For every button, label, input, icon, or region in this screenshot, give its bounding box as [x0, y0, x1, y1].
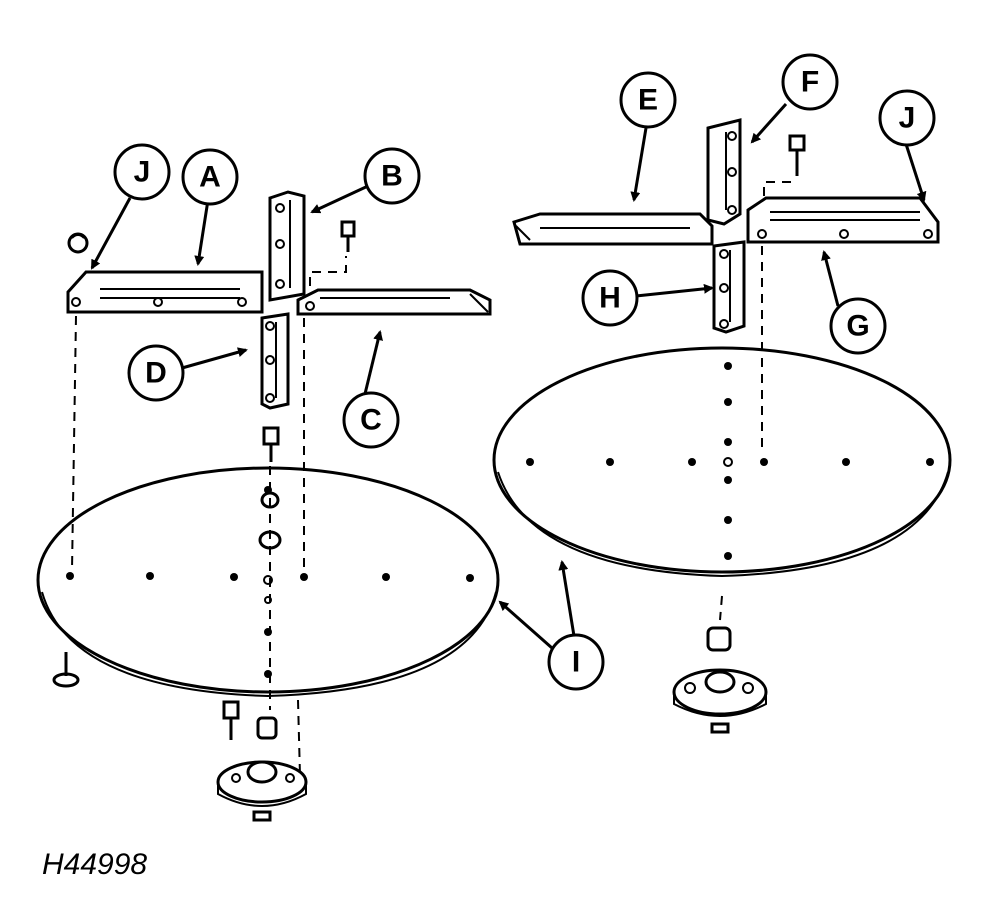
callout-j-right: J — [878, 89, 936, 147]
callout-a: A — [181, 148, 239, 206]
left-hardware — [52, 220, 356, 740]
left-hub — [216, 760, 308, 822]
svg-text:H: H — [599, 282, 621, 315]
svg-text:J: J — [899, 102, 916, 135]
left-alignment-lines — [71, 256, 347, 777]
svg-text:F: F — [801, 66, 819, 99]
leader-lines — [90, 102, 927, 650]
callout-b: B — [363, 147, 421, 205]
figure-id: H44998 — [42, 848, 147, 881]
bracket-h — [712, 240, 746, 334]
callout-h: H — [581, 269, 639, 327]
callout-g: G — [829, 297, 887, 355]
svg-text:D: D — [145, 357, 167, 390]
callout-f: F — [781, 53, 839, 111]
callout-j-left: J — [113, 143, 171, 201]
bracket-d — [260, 312, 290, 410]
callout-e: E — [619, 71, 677, 129]
bracket-g — [746, 196, 940, 244]
svg-text:B: B — [381, 160, 403, 193]
svg-text:G: G — [846, 310, 869, 343]
right-hub — [672, 668, 768, 734]
callout-i: I — [547, 633, 605, 691]
svg-text:C: C — [360, 404, 382, 437]
right-turntable-plate — [492, 346, 952, 578]
right-assembly — [492, 118, 952, 734]
bracket-a — [66, 270, 264, 314]
right-alignment-lines — [719, 181, 798, 621]
right-hardware — [706, 134, 806, 652]
svg-text:I: I — [572, 646, 580, 679]
svg-text:A: A — [199, 161, 221, 194]
callout-d: D — [127, 344, 185, 402]
svg-text:J: J — [134, 156, 151, 189]
bracket-b — [268, 190, 306, 302]
bracket-e — [512, 212, 714, 246]
left-assembly — [36, 190, 500, 822]
bracket-c — [296, 288, 492, 316]
callout-c: C — [342, 391, 400, 449]
left-turntable-plate — [36, 466, 500, 698]
svg-text:E: E — [638, 84, 658, 117]
bracket-f — [706, 118, 742, 226]
